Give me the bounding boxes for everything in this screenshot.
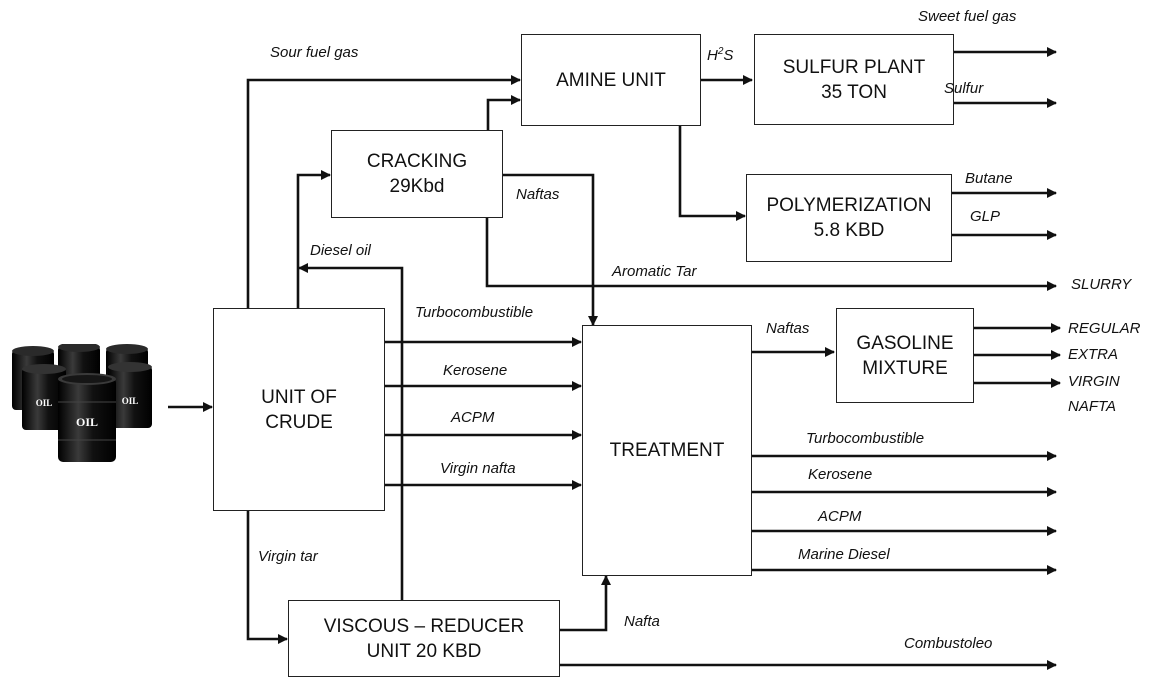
output-acpm: ACPM xyxy=(818,508,862,525)
output-sweet-fuel-gas: Sweet fuel gas xyxy=(918,8,1017,25)
gasoline-mixture-label-2: MIXTURE xyxy=(862,357,948,379)
output-kerosene: Kerosene xyxy=(808,466,873,483)
unit-of-crude-label-1: UNIT OF xyxy=(261,386,337,408)
amine-unit-label: AMINE UNIT xyxy=(556,69,666,91)
label-naftas-cracking: Naftas xyxy=(516,186,560,203)
viscous-reducer-box: VISCOUS – REDUCER UNIT 20 KBD xyxy=(288,600,560,677)
output-butane: Butane xyxy=(965,170,1013,187)
label-h2s: H2S xyxy=(707,46,734,64)
output-extra: EXTRA xyxy=(1068,346,1119,363)
output-sulfur: Sulfur xyxy=(944,80,984,97)
label-sour-fuel-gas: Sour fuel gas xyxy=(270,44,359,61)
viscous-reducer-label-2: UNIT 20 KBD xyxy=(366,640,482,662)
output-turbocombustible: Turbocombustible xyxy=(806,430,925,447)
barrel-front: OIL xyxy=(58,373,116,462)
label-virgin-nafta-in: Virgin nafta xyxy=(440,460,516,477)
arrow-viscous-nafta-to-treatment xyxy=(560,575,611,632)
sulfur-plant-box: SULFUR PLANT 35 TON xyxy=(754,34,954,125)
output-regular: REGULAR xyxy=(1068,320,1141,337)
arrow-amine-to-polymerization xyxy=(678,126,746,221)
label-aromatic-tar: Aromatic Tar xyxy=(612,263,697,280)
barrel-middle-row: OIL OIL xyxy=(22,362,152,430)
label-acpm-in: ACPM xyxy=(451,409,495,426)
arrow-aromatic-tar xyxy=(485,218,1057,291)
gasoline-mixture-label-1: GASOLINE xyxy=(856,332,954,354)
unit-of-crude-label-2: CRUDE xyxy=(265,411,333,433)
label-naftas-treatment: Naftas xyxy=(766,320,810,337)
polymerization-capacity: 5.8 KBD xyxy=(813,220,885,241)
viscous-reducer-label-1: VISCOUS – REDUCER xyxy=(323,615,525,637)
amine-unit-box: AMINE UNIT xyxy=(521,34,701,126)
output-glp: GLP xyxy=(970,208,1001,225)
cracking-capacity: 29Kbd xyxy=(389,176,445,197)
arrow-diesel-oil xyxy=(298,263,404,600)
sulfur-plant-capacity: 35 TON xyxy=(821,81,887,103)
label-nafta-viscous: Nafta xyxy=(624,613,660,630)
label-virgin-tar: Virgin tar xyxy=(258,548,318,565)
oil-barrels-image: OIL OIL OIL xyxy=(12,344,152,462)
output-slurry: SLURRY xyxy=(1071,276,1132,293)
svg-text:OIL: OIL xyxy=(76,415,98,429)
output-nafta: NAFTA xyxy=(1068,398,1117,415)
sulfur-plant-label: SULFUR PLANT xyxy=(782,56,926,78)
cracking-label: CRACKING xyxy=(366,151,468,172)
arrow-sour-fuel-gas xyxy=(246,75,521,308)
arrow-cracking-naftas-to-treatment xyxy=(502,173,598,326)
output-marine-diesel: Marine Diesel xyxy=(798,546,890,563)
treatment-box: TREATMENT xyxy=(582,325,752,576)
label-turbocombustible-in: Turbocombustible xyxy=(415,304,534,321)
unit-of-crude-box: UNIT OF CRUDE xyxy=(213,308,385,511)
output-virgin: VIRGIN xyxy=(1068,373,1120,390)
polymerization-label: POLYMERIZATION xyxy=(766,195,932,216)
label-diesel-oil: Diesel oil xyxy=(310,242,371,259)
svg-text:OIL: OIL xyxy=(122,396,139,406)
label-kerosene-in: Kerosene xyxy=(443,362,508,379)
polymerization-box: POLYMERIZATION 5.8 KBD xyxy=(746,174,952,262)
arrow-cracking-to-amine xyxy=(486,95,521,130)
svg-text:OIL: OIL xyxy=(36,398,53,408)
arrow-virgin-tar xyxy=(246,511,288,644)
output-combustoleo: Combustoleo xyxy=(904,635,993,652)
gasoline-mixture-box: GASOLINE MIXTURE xyxy=(836,308,974,403)
treatment-label: TREATMENT xyxy=(609,440,725,461)
cracking-box: CRACKING 29Kbd xyxy=(331,130,503,218)
